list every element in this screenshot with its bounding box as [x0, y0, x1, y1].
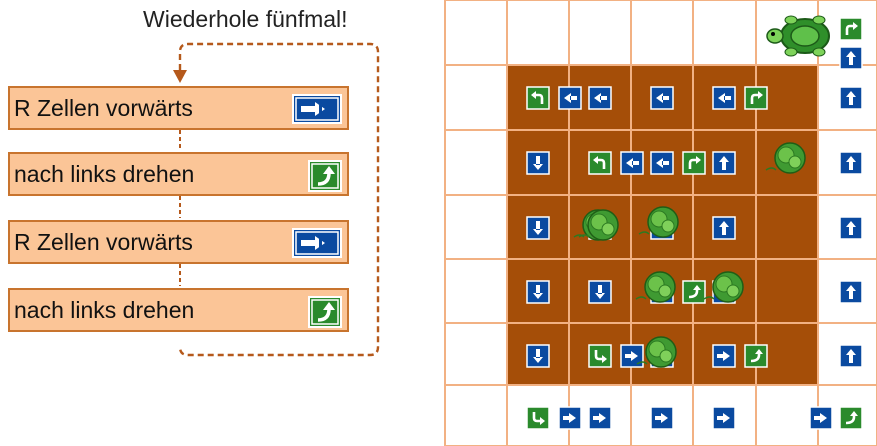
arrow-right-sign-icon: [712, 344, 736, 368]
turn-sign-icon: [682, 151, 706, 175]
turn-sign-icon: [588, 344, 612, 368]
arrow-left-sign-icon: [588, 86, 612, 110]
turn-left-sign-icon: [308, 160, 342, 197]
turn-sign-icon: [744, 344, 768, 368]
lettuce-icon: [765, 142, 806, 174]
arrow-right-sign-icon: [588, 406, 612, 430]
lettuce-icon: [578, 209, 619, 241]
block-move-forward-1[interactable]: R Zellen vorwärts: [8, 86, 349, 130]
arrow-up-sign-icon: [712, 216, 736, 240]
arrow-up-sign-icon: [839, 86, 863, 110]
arrow-right-sign-icon: [650, 406, 674, 430]
move-forward-sign-icon: [292, 228, 342, 263]
block-turn-left-2[interactable]: nach links drehen: [8, 288, 349, 332]
arrow-left-sign-icon: [712, 86, 736, 110]
arrow-down-sign-icon: [526, 280, 550, 304]
turn-sign-icon: [839, 406, 863, 430]
block-turn-left-1[interactable]: nach links drehen: [8, 152, 349, 196]
block-move-forward-2[interactable]: R Zellen vorwärts: [8, 220, 349, 264]
arrow-up-sign-icon: [839, 280, 863, 304]
block-label: nach links drehen: [14, 297, 195, 323]
turn-sign-icon: [588, 151, 612, 175]
turn-sign-icon: [839, 17, 863, 41]
turn-sign-icon: [526, 406, 550, 430]
arrow-right-sign-icon: [620, 344, 644, 368]
arrow-up-sign-icon: [712, 151, 736, 175]
arrow-down-sign-icon: [526, 151, 550, 175]
turn-sign-icon: [682, 280, 706, 304]
turtle-icon: [766, 15, 830, 57]
arrow-right-sign-icon: [712, 406, 736, 430]
arrow-up-sign-icon: [839, 216, 863, 240]
block-label: R Zellen vorwärts: [14, 229, 193, 255]
arrow-down-sign-icon: [526, 216, 550, 240]
arrow-up-sign-icon: [839, 151, 863, 175]
arrow-left-sign-icon: [650, 86, 674, 110]
arrow-up-sign-icon: [839, 46, 863, 70]
lettuce-icon: [635, 271, 676, 303]
arrow-down-sign-icon: [526, 344, 550, 368]
arrow-right-sign-icon: [809, 406, 833, 430]
arrow-left-sign-icon: [620, 151, 644, 175]
lettuce-icon: [703, 271, 744, 303]
arrow-right-sign-icon: [558, 406, 582, 430]
loop-title: Wiederhole fünfmal!: [143, 6, 348, 32]
block-label: R Zellen vorwärts: [14, 95, 193, 121]
turn-left-sign-icon: [308, 296, 342, 333]
arrow-left-sign-icon: [558, 86, 582, 110]
arrow-up-sign-icon: [839, 344, 863, 368]
arrow-down-sign-icon: [588, 280, 612, 304]
turn-sign-icon: [744, 86, 768, 110]
lettuce-icon: [638, 206, 679, 238]
block-label: nach links drehen: [14, 161, 195, 187]
arrow-left-sign-icon: [650, 151, 674, 175]
lettuce-icon: [636, 336, 677, 368]
turn-sign-icon: [526, 86, 550, 110]
move-forward-sign-icon: [292, 94, 342, 129]
